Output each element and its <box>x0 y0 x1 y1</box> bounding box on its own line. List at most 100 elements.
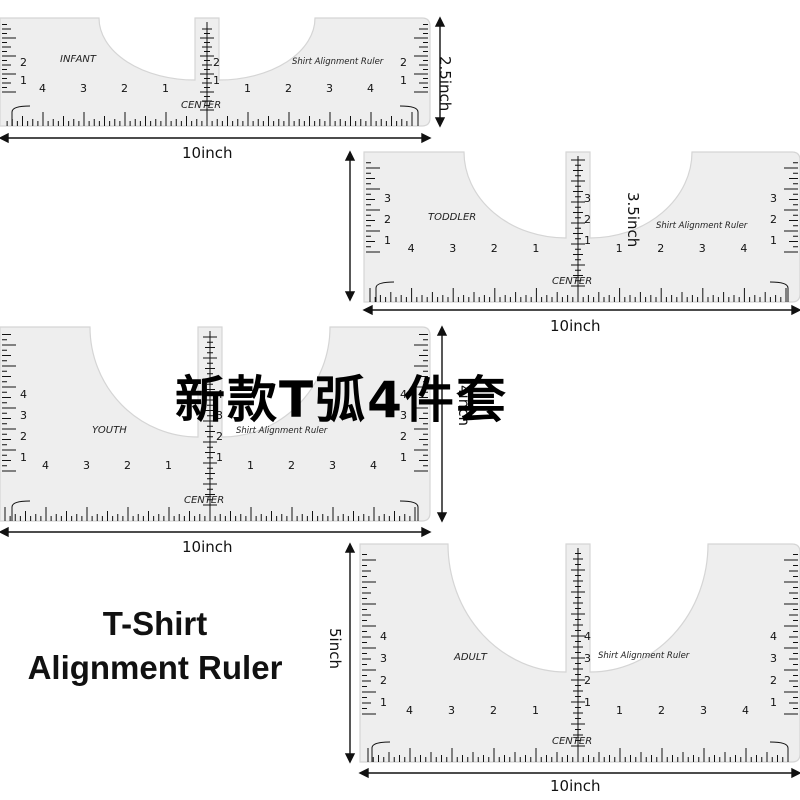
side-scale-number: 4 <box>380 630 387 643</box>
ruler-center-label: CENTER <box>181 100 221 111</box>
center-scale-number: 3 <box>584 652 591 665</box>
side-scale-number: 2 <box>20 56 27 69</box>
ruler-toddler-height-label: 3.5inch <box>624 192 642 248</box>
bottom-scale-number: 2 <box>124 459 131 472</box>
bottom-scale-number: 2 <box>121 82 128 95</box>
side-scale-number: 1 <box>770 234 777 247</box>
ruler-body <box>363 151 800 303</box>
bottom-scale-number: 3 <box>448 704 455 717</box>
ruler-youth-width-label: 10inch <box>182 538 233 556</box>
side-scale-number: 3 <box>770 652 777 665</box>
center-scale-number: 1 <box>584 234 591 247</box>
bottom-scale-number: 3 <box>449 242 456 255</box>
bottom-scale-number: 1 <box>532 242 539 255</box>
bottom-scale-number: 4 <box>370 459 377 472</box>
side-scale-number: 1 <box>400 74 407 87</box>
bottom-scale-number: 3 <box>700 704 707 717</box>
dimension-arrows <box>344 542 800 779</box>
ruler-center-label: CENTER <box>552 736 592 747</box>
corner-guides <box>371 741 789 762</box>
bottom-scale-ticks <box>366 156 798 302</box>
corner-guides <box>11 500 419 521</box>
ruler-brand-label: Shirt Alignment Ruler <box>598 651 690 661</box>
ruler-toddler-width-label: 10inch <box>550 317 601 335</box>
bottom-scale-number: 4 <box>742 704 749 717</box>
side-scale-number: 4 <box>770 630 777 643</box>
side-scale-number: 4 <box>20 388 27 401</box>
center-scale-number: 2 <box>213 56 220 69</box>
overlay-title: 新款T弧4件套 <box>175 371 508 429</box>
side-scale-number: 1 <box>380 696 387 709</box>
bottom-scale-number: 4 <box>367 82 374 95</box>
ruler-infant-width-label: 10inch <box>182 144 233 162</box>
corner-guides <box>375 281 789 302</box>
ruler-body <box>0 326 431 522</box>
bottom-scale-number: 4 <box>42 459 49 472</box>
dimension-arrows <box>344 150 800 316</box>
bottom-scale-number: 4 <box>408 242 415 255</box>
ruler-infant-height-label: 2.5inch <box>436 56 454 112</box>
corner-guides <box>11 105 419 126</box>
center-scale-number: 2 <box>216 430 223 443</box>
side-scale-number: 2 <box>400 56 407 69</box>
center-scale-number: 4 <box>584 630 591 643</box>
center-scale-number: 1 <box>213 74 220 87</box>
bottom-scale-number: 4 <box>740 242 747 255</box>
brand-title-line1: T-Shirt <box>102 605 208 642</box>
side-scale-number: 2 <box>20 430 27 443</box>
bottom-scale-number: 2 <box>285 82 292 95</box>
bottom-scale-number: 2 <box>491 242 498 255</box>
ruler-center-label: CENTER <box>184 495 224 506</box>
bottom-scale-number: 2 <box>288 459 295 472</box>
side-scale-number: 1 <box>384 234 391 247</box>
center-scale-number: 3 <box>216 409 223 422</box>
brand-title: T-Shirt Alignment Ruler <box>0 602 310 690</box>
center-scale-number: 4 <box>216 388 223 401</box>
bottom-scale-number: 1 <box>532 704 539 717</box>
bottom-scale-number: 1 <box>165 459 172 472</box>
bottom-scale-number: 3 <box>80 82 87 95</box>
bottom-scale-ticks <box>362 548 798 762</box>
bottom-scale-ticks <box>2 22 428 126</box>
center-scale-number: 2 <box>584 213 591 226</box>
bottom-scale-number: 4 <box>39 82 46 95</box>
ruler-body <box>0 17 431 127</box>
ruler-brand-label: Shirt Alignment Ruler <box>292 57 384 67</box>
bottom-scale-ticks <box>2 331 428 521</box>
ruler-size-label: TODDLER <box>428 212 476 223</box>
ruler-size-label: ADULT <box>453 652 488 663</box>
brand-title-line2: Alignment Ruler <box>27 649 283 686</box>
bottom-scale-number: 2 <box>658 704 665 717</box>
side-scale-number: 2 <box>380 674 387 687</box>
bottom-scale-number: 1 <box>162 82 169 95</box>
side-scale-number: 2 <box>770 674 777 687</box>
side-scale-number: 4 <box>400 388 407 401</box>
dimension-arrows <box>0 16 446 144</box>
side-scale-number: 3 <box>770 192 777 205</box>
side-scale-number: 1 <box>20 74 27 87</box>
bottom-scale-number: 3 <box>326 82 333 95</box>
side-scale-number: 1 <box>400 451 407 464</box>
bottom-scale-number: 1 <box>247 459 254 472</box>
side-scale-number: 2 <box>384 213 391 226</box>
side-scale-number: 2 <box>770 213 777 226</box>
ruler-brand-label: Shirt Alignment Ruler <box>656 221 748 231</box>
bottom-scale-number: 3 <box>699 242 706 255</box>
ruler-center-label: CENTER <box>552 276 592 287</box>
side-scale-number: 3 <box>400 409 407 422</box>
bottom-scale-number: 1 <box>244 82 251 95</box>
bottom-scale-number: 1 <box>616 242 623 255</box>
ruler-size-label: YOUTH <box>92 425 127 436</box>
dimension-arrows <box>0 325 448 538</box>
side-scale-number: 3 <box>380 652 387 665</box>
ruler-size-label: INFANT <box>60 54 97 65</box>
bottom-scale-number: 4 <box>406 704 413 717</box>
bottom-scale-number: 2 <box>657 242 664 255</box>
